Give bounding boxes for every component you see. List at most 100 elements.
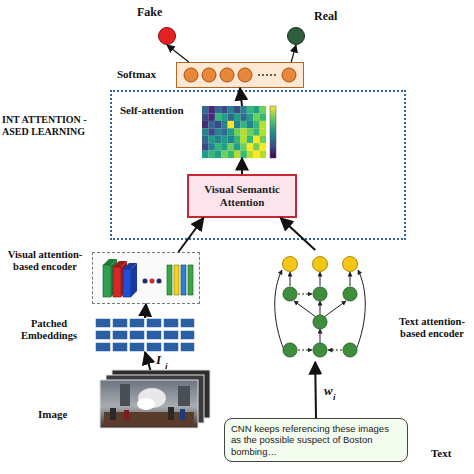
feature-map-slab <box>167 265 172 295</box>
heatmap-cell <box>240 136 247 144</box>
ellipsis-dots <box>143 279 162 284</box>
photo-scene <box>180 409 185 420</box>
feature-map-slab <box>103 259 137 297</box>
class-label: Real <box>314 10 337 24</box>
text-input: CNN keeps referencing these images as th… <box>224 418 408 462</box>
heatmap-cell <box>228 143 235 151</box>
process-box: Visual Semantic Attention <box>187 174 297 218</box>
heatmap-cell <box>247 113 254 121</box>
heatmap-cell <box>260 151 267 159</box>
heatmap-cell <box>253 136 260 144</box>
photo-scene <box>124 410 129 420</box>
flow-arrow <box>178 218 203 252</box>
heatmap-cell <box>221 128 228 136</box>
flow-arrow <box>281 218 316 250</box>
subscript-label: i <box>165 361 168 371</box>
heatmap-cell <box>221 151 228 159</box>
image-input: Image <box>100 370 212 430</box>
flow-arrow <box>314 362 317 418</box>
heatmap-cell <box>247 136 254 144</box>
output-class: Fake <box>158 27 176 45</box>
photo-frame <box>100 380 198 428</box>
heatmap-cell <box>253 143 260 151</box>
graph-link <box>324 301 346 317</box>
feature-map-slab <box>103 265 111 297</box>
section-box: INT ATTENTION - ASED LEARNING Self-atten… <box>110 90 406 240</box>
output-unit <box>313 257 328 272</box>
ellipsis-dots <box>143 279 148 284</box>
heatmap-cell <box>260 113 267 121</box>
heatmap-cell <box>240 121 247 129</box>
patch-tile <box>180 330 195 340</box>
heatmap-cell <box>260 128 267 136</box>
photo-scene <box>120 384 130 406</box>
heatmap-cell <box>202 106 209 114</box>
input-label: Image <box>38 408 67 421</box>
flow-arrow <box>241 158 243 174</box>
patch-tile <box>95 318 195 352</box>
heatmap-cell <box>247 121 254 129</box>
patch-tile <box>112 330 128 340</box>
heatmap-cell <box>208 128 215 136</box>
patch-embedding: Patched Embeddings <box>95 318 195 352</box>
heatmap-cell <box>202 113 209 121</box>
heatmap-cell <box>215 143 222 151</box>
heatmap-cell <box>221 113 228 121</box>
heatmap-cell <box>215 136 222 144</box>
patch-tile <box>146 330 162 340</box>
softmax-unit <box>282 68 296 82</box>
text-encoder-graph <box>272 250 368 362</box>
hidden-unit <box>343 343 357 357</box>
heatmap-cell <box>215 106 222 114</box>
heatmap-cell <box>228 121 235 129</box>
feature-map-slab <box>174 265 179 295</box>
heatmap-cell <box>260 106 267 114</box>
heatmap-cell <box>221 136 228 144</box>
flow-arrow <box>145 304 146 318</box>
heatmap-cell <box>228 113 235 121</box>
heatmap-cell <box>234 113 241 121</box>
layer-label: Visual attention-based encoder <box>3 249 87 273</box>
heatmap-cell <box>253 121 260 129</box>
heatmap-cell <box>215 151 222 159</box>
feature-map-slab <box>188 265 193 295</box>
heatmap-cell <box>247 106 254 114</box>
output-unit <box>283 257 298 272</box>
graph-link <box>328 350 342 351</box>
heatmap-cell <box>202 121 209 129</box>
patch-tile <box>95 330 111 340</box>
heatmap-cell <box>215 113 222 121</box>
ellipsis-dots <box>266 74 268 76</box>
encoder-feature-maps <box>93 253 201 305</box>
ellipsis-dots <box>262 74 264 76</box>
flow-arrow <box>291 45 296 62</box>
heatmap-cell <box>240 106 247 114</box>
graph-link <box>275 270 284 350</box>
sample-text: CNN keeps referencing these images as th… <box>231 423 401 457</box>
layer-label: Text attention-based encoder <box>388 316 474 340</box>
graph-link <box>320 301 321 315</box>
heatmap-cell <box>247 143 254 151</box>
feature-map-slab <box>123 269 131 297</box>
image-stack <box>100 370 212 430</box>
heatmap-cell <box>253 106 260 114</box>
patch-tile <box>112 318 128 328</box>
heatmap-cell <box>234 151 241 159</box>
ellipsis-dots <box>270 74 272 76</box>
box-label: Visual Semantic Attention <box>192 183 292 208</box>
heatmap-cell <box>247 128 254 136</box>
heatmap-cell <box>228 106 235 114</box>
patch-tile <box>163 342 179 352</box>
heatmap-cell <box>202 106 266 158</box>
heatmap-cell <box>247 151 254 159</box>
subscript-label: i <box>333 392 336 402</box>
encoder-box: Visual attention-based encoder <box>92 252 200 304</box>
patch-tile <box>95 318 111 328</box>
softmax-layer: Softmax <box>176 62 304 88</box>
photo-scene <box>104 384 194 426</box>
heatmap-cell <box>208 106 215 114</box>
output-unit <box>283 257 358 272</box>
graph-link <box>294 301 316 317</box>
softmax-unit <box>184 68 198 82</box>
flow-arrow <box>145 352 150 370</box>
